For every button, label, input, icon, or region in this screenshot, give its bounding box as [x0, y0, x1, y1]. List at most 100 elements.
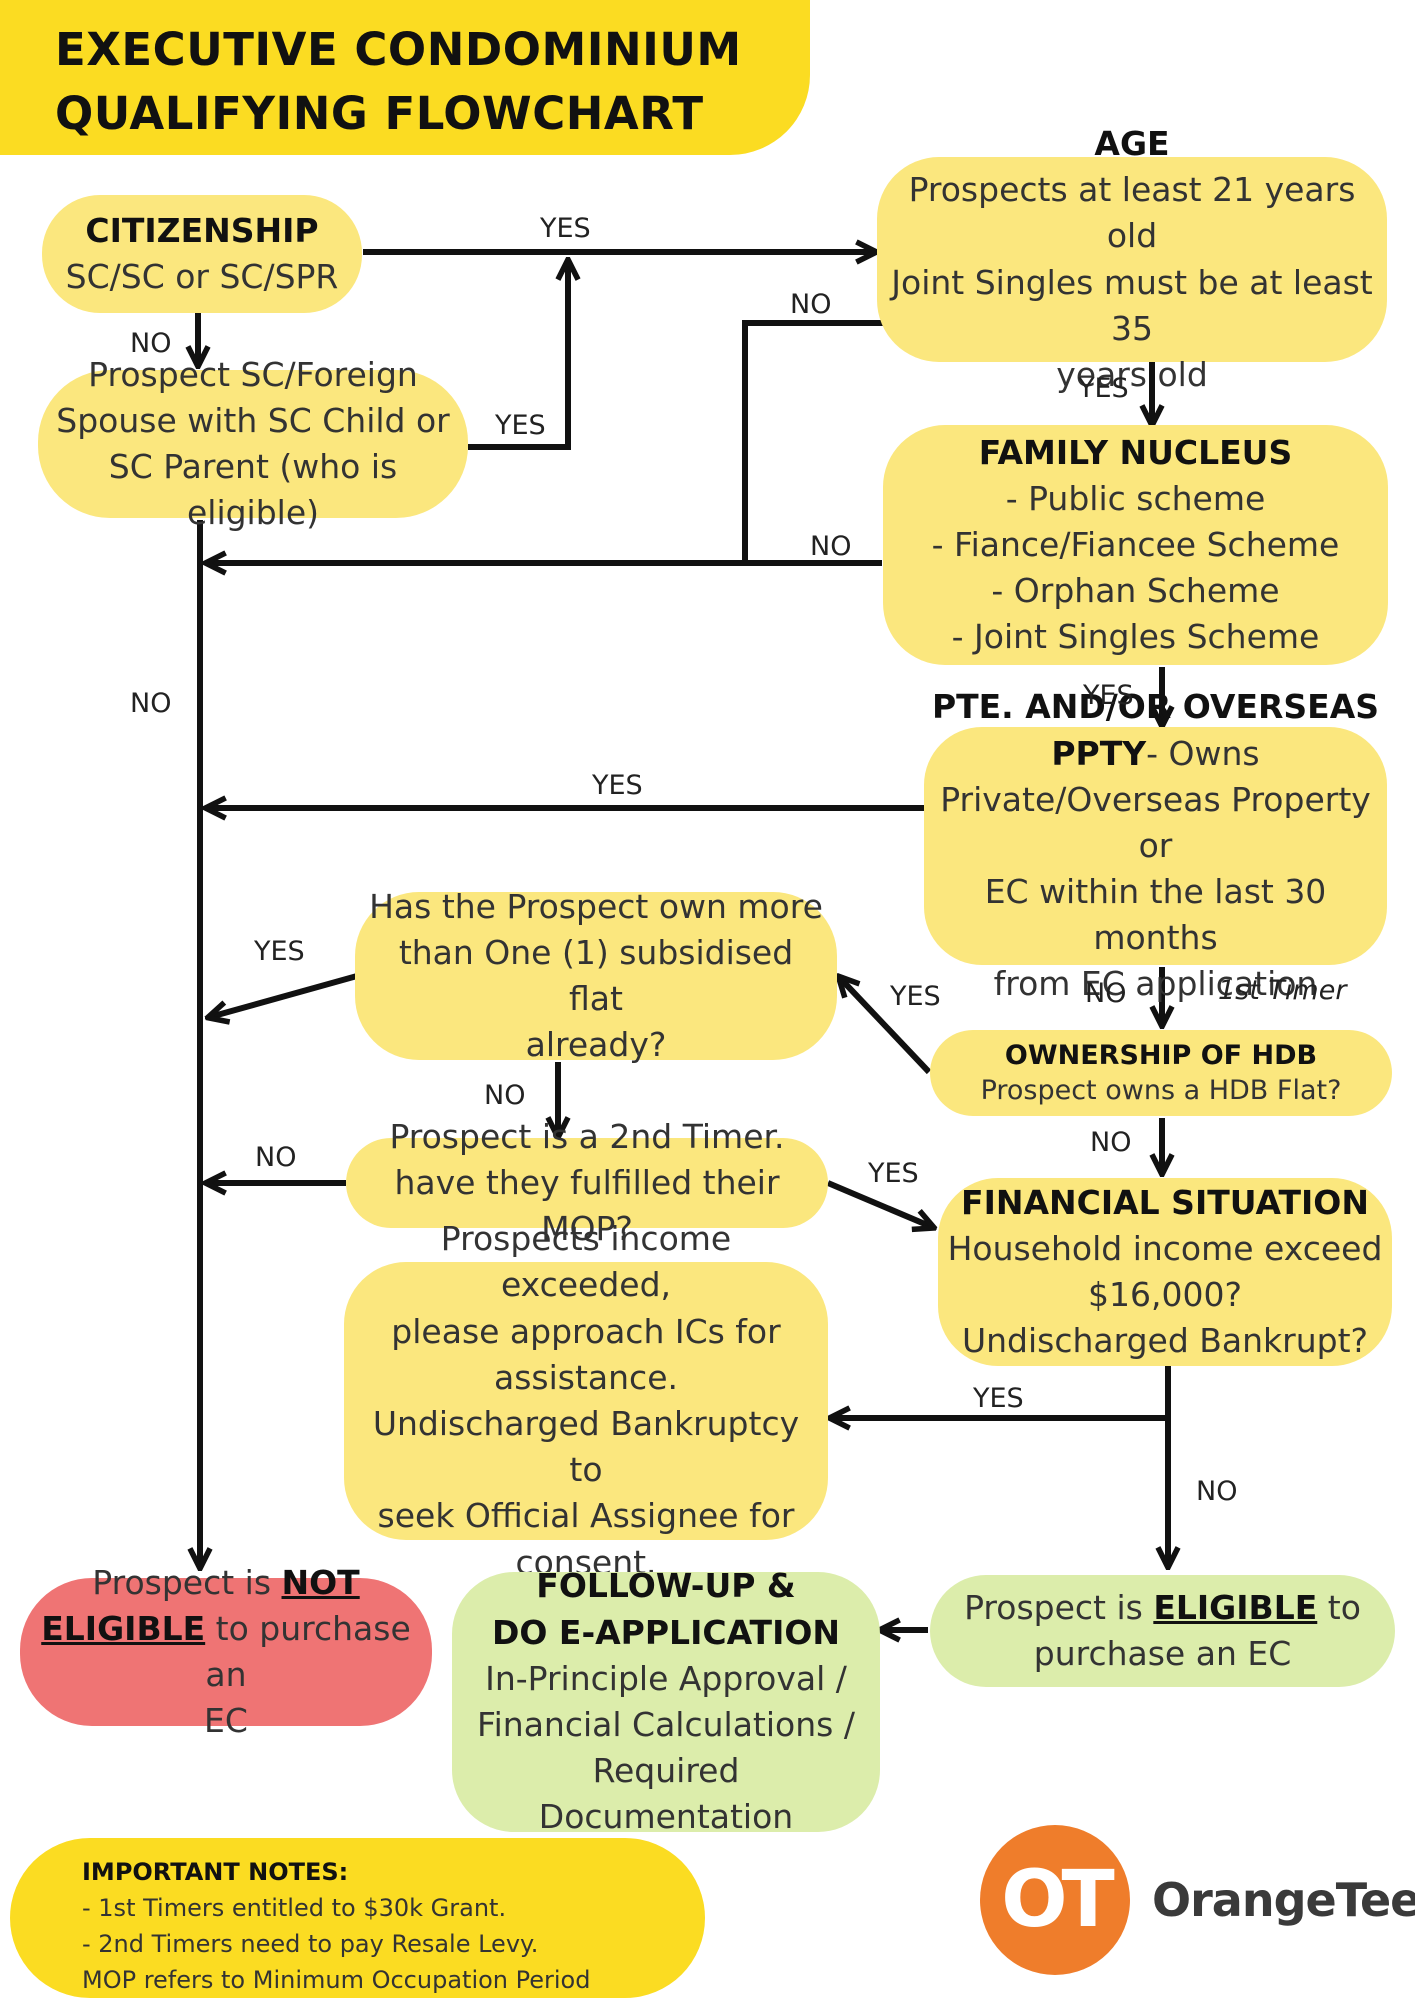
financial-line: $16,000?	[1088, 1275, 1242, 1314]
ppty-title: PTE. AND/OR OVERSEAS	[931, 687, 1380, 727]
title-line-1: EXECUTIVE CONDOMINIUM	[55, 23, 742, 76]
label-ppty-yes: YES	[592, 770, 643, 801]
label-citizenship-yes: YES	[540, 213, 591, 244]
spouse-line: Prospect SC/Foreign	[88, 354, 418, 394]
more-line: Has the Prospect own more	[369, 886, 823, 926]
ppty-title-line-2: PPTY- Owns	[1051, 731, 1259, 777]
notes-line: - 1st Timers entitled to $30k Grant.	[82, 1894, 507, 1922]
follow-up-title-2: DO E-APPLICATION	[491, 1612, 841, 1652]
family-line: - Fiance/Fiancee Scheme	[931, 524, 1340, 564]
edge-spouse-to-age	[468, 262, 568, 450]
logo-mark: OT	[1001, 1855, 1115, 1945]
node-financial-situation: FINANCIAL SITUATION Household income exc…	[938, 1178, 1392, 1366]
notes-line: MOP refers to Minimum Occupation Period	[82, 1966, 591, 1994]
spouse-line: Spouse with SC Child or	[56, 400, 450, 440]
notes-title: IMPORTANT NOTES:	[82, 1858, 349, 1886]
financial-line: Undischarged Bankrupt?	[961, 1321, 1369, 1361]
more-line: already?	[525, 1025, 667, 1065]
label-age-yes: YES	[1078, 373, 1129, 404]
node-private-property: PTE. AND/OR OVERSEAS PPTY- Owns Private/…	[924, 687, 1387, 1003]
label-first-timer: 1st Timer	[1218, 975, 1347, 1006]
eligible-line-2: purchase an EC	[1033, 1634, 1292, 1673]
ppty-line: EC within the last 30 months	[984, 872, 1327, 958]
label-hdb-no: NO	[1090, 1127, 1132, 1158]
orangetee-logo: OT OrangeTee	[980, 1825, 1415, 1975]
family-line: - Public scheme	[1005, 478, 1266, 518]
second-line: have they fulfilled their MOP?	[394, 1162, 780, 1249]
node-more-than-one-flat: Has the Prospect own more than One (1) s…	[355, 887, 837, 1064]
age-line: Prospects at least 21 years old	[908, 170, 1356, 256]
ppty-line: Private/Overseas Property or	[940, 779, 1371, 865]
eligible-emphasis: ELIGIBLE	[41, 1608, 206, 1648]
label-ppty-no: NO	[1085, 978, 1127, 1009]
label-more-no: NO	[484, 1080, 526, 1111]
not-eligible-suffix: to purchase an	[205, 1608, 411, 1694]
edge-second-to-financial	[826, 1180, 932, 1227]
not-eligible-prefix: Prospect is	[92, 1562, 282, 1602]
not-eligible-line-1: Prospect is NOT	[92, 1560, 359, 1606]
ppty-line: from EC application	[993, 964, 1318, 1004]
income-line: Prospects income exceeded,	[440, 1219, 732, 1305]
node-family-nucleus: FAMILY NUCLEUS - Public scheme - Fiance/…	[883, 425, 1388, 665]
node-follow-up: FOLLOW-UP & DO E-APPLICATION In-Principl…	[452, 1566, 880, 1836]
income-line: seek Official Assignee for	[377, 1496, 795, 1536]
eligible-prefix: Prospect is	[964, 1587, 1154, 1627]
follow-up-line: Required Documentation	[538, 1751, 794, 1837]
income-line: please approach ICs for	[391, 1311, 781, 1351]
title-line-2: QUALIFYING FLOWCHART	[55, 87, 704, 140]
hdb-line: Prospect owns a HDB Flat?	[980, 1075, 1342, 1106]
label-financial-yes: YES	[973, 1383, 1024, 1414]
age-title: AGE	[1094, 123, 1170, 163]
node-not-eligible: Prospect is NOT ELIGIBLE to purchase an …	[20, 1563, 432, 1740]
financial-title: FINANCIAL SITUATION	[961, 1182, 1369, 1222]
edge-more-to-left	[210, 973, 358, 1017]
not-eligible-line-3: EC	[204, 1701, 248, 1741]
node-hdb-ownership: OWNERSHIP OF HDB Prospect owns a HDB Fla…	[930, 1030, 1392, 1116]
not-eligible-line-2: ELIGIBLE to purchase an	[34, 1606, 418, 1698]
node-eligible: Prospect is ELIGIBLE to purchase an EC	[930, 1575, 1395, 1687]
follow-up-line: In-Principle Approval /	[485, 1658, 847, 1698]
more-line: than One (1) subsidised flat	[398, 932, 794, 1018]
not-emphasis: NOT	[281, 1562, 360, 1602]
label-hdb-yes: YES	[890, 981, 941, 1012]
eligible-suffix: to	[1317, 1587, 1361, 1627]
label-second-no: NO	[255, 1142, 297, 1173]
label-more-yes: YES	[254, 936, 305, 967]
ppty-abbrev: PPTY	[1051, 733, 1147, 773]
label-age-no: NO	[790, 289, 832, 320]
follow-up-line: Financial Calculations /	[477, 1705, 855, 1744]
important-notes: IMPORTANT NOTES: - 1st Timers entitled t…	[10, 1838, 705, 1998]
citizenship-title: CITIZENSHIP	[85, 210, 319, 250]
family-line: - Joint Singles Scheme	[951, 617, 1320, 657]
financial-line: Household income exceed	[947, 1228, 1383, 1268]
logo-circle	[980, 1825, 1130, 1975]
citizenship-text: SC/SC or SC/SPR	[65, 257, 339, 296]
label-family-yes: YES	[1083, 680, 1134, 711]
age-line: years old	[1056, 354, 1208, 394]
label-financial-no: NO	[1196, 1476, 1238, 1507]
ppty-owns: - Owns	[1146, 733, 1260, 773]
edge-age-no	[742, 320, 884, 563]
label-left-no: NO	[130, 688, 172, 719]
income-line: assistance.	[494, 1357, 678, 1397]
follow-up-title-1: FOLLOW-UP &	[536, 1566, 796, 1606]
spouse-line: SC Parent (who is eligible)	[108, 447, 398, 533]
flowchart-title-banner: EXECUTIVE CONDOMINIUM QUALIFYING FLOWCHA…	[0, 0, 810, 155]
edge-hdb-to-more	[840, 978, 932, 1075]
second-line: Prospect is a 2nd Timer.	[389, 1116, 785, 1156]
label-spouse-yes: YES	[495, 410, 546, 441]
label-second-yes: YES	[868, 1158, 919, 1189]
hdb-title: OWNERSHIP OF HDB	[1004, 1039, 1318, 1071]
eligible-emphasis: ELIGIBLE	[1153, 1587, 1318, 1627]
label-citizenship-no: NO	[130, 328, 172, 359]
eligible-line-1: Prospect is ELIGIBLE to	[964, 1585, 1361, 1631]
node-income-exceeded: Prospects income exceeded, please approa…	[344, 1219, 828, 1582]
node-second-timer: Prospect is a 2nd Timer. have they fulfi…	[346, 1117, 828, 1248]
family-title: FAMILY NUCLEUS	[978, 432, 1293, 472]
notes-line: - 2nd Timers need to pay Resale Levy.	[82, 1930, 539, 1958]
node-spouse: Prospect SC/Foreign Spouse with SC Child…	[38, 355, 468, 532]
age-line: Joint Singles must be at least 35	[891, 262, 1373, 348]
family-line: - Orphan Scheme	[991, 571, 1280, 611]
label-family-no: NO	[810, 531, 852, 562]
